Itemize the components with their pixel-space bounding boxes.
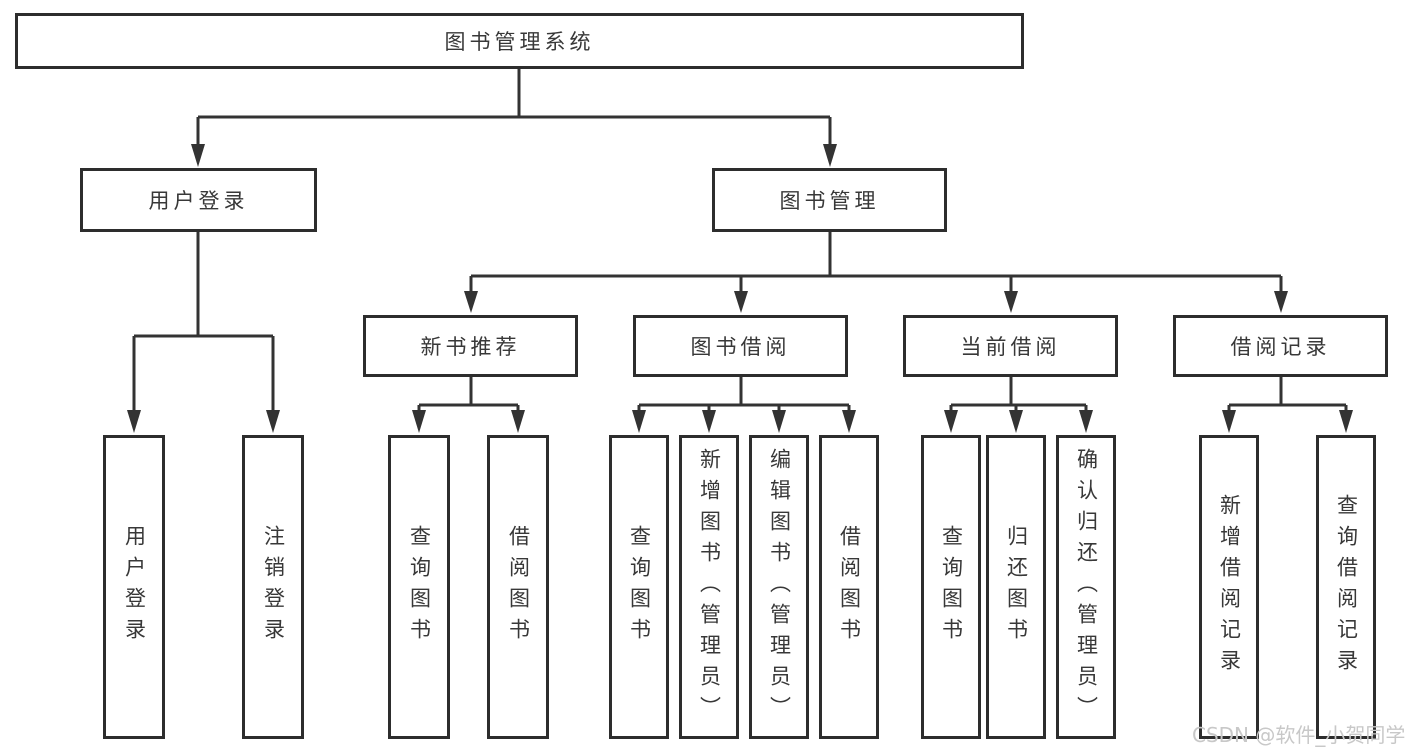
leaf-user-login: 用户登录 (103, 435, 165, 739)
leaf-borrow-borrow-book-label: 借阅图书 (837, 525, 862, 649)
leaf-borrow-edit-book-admin-label: 编辑图书（管理员） (767, 447, 792, 727)
node-current-borrow: 当前借阅 (903, 315, 1118, 377)
node-book-borrow: 图书借阅 (633, 315, 848, 377)
leaf-records-add-record-label: 新增借阅记录 (1217, 494, 1242, 680)
connector-user-login-children (127, 232, 280, 433)
leaf-borrow-add-book-admin: 新增图书（管理员） (679, 435, 739, 739)
node-book-borrow-label: 图书借阅 (690, 335, 791, 359)
leaf-newbook-borrow-book-label: 借阅图书 (506, 525, 531, 649)
node-root: 图书管理系统 (15, 13, 1024, 69)
leaf-borrow-add-book-admin-label: 新增图书（管理员） (697, 447, 722, 727)
node-new-book-recommend: 新书推荐 (363, 315, 578, 377)
leaf-newbook-query-book: 查询图书 (388, 435, 450, 739)
leaf-current-return-book: 归还图书 (986, 435, 1046, 739)
leaf-current-confirm-return-admin: 确认归还（管理员） (1056, 435, 1116, 739)
node-book-management-label: 图书管理 (779, 189, 880, 213)
leaf-current-confirm-return-admin-label: 确认归还（管理员） (1074, 447, 1099, 727)
leaf-borrow-query-book: 查询图书 (609, 435, 669, 739)
node-current-borrow-label: 当前借阅 (960, 335, 1061, 359)
node-root-label: 图书管理系统 (444, 30, 595, 54)
leaf-borrow-edit-book-admin: 编辑图书（管理员） (749, 435, 809, 739)
leaf-logout: 注销登录 (242, 435, 304, 739)
leaf-newbook-borrow-book: 借阅图书 (487, 435, 549, 739)
leaf-records-query-record-label: 查询借阅记录 (1334, 494, 1359, 680)
node-new-book-recommend-label: 新书推荐 (420, 335, 521, 359)
connector-new-book-recommend-children (412, 377, 525, 433)
connector-current-borrow-children (944, 377, 1093, 433)
connector-borrow-records-children (1222, 377, 1353, 433)
csdn-watermark: CSDN @软件_小贺同学 (1192, 723, 1405, 747)
connector-root-to-level2 (191, 69, 837, 167)
leaf-user-login-label: 用户登录 (122, 525, 147, 649)
leaf-current-query-book: 查询图书 (921, 435, 981, 739)
leaf-logout-label: 注销登录 (261, 525, 286, 649)
leaf-current-query-book-label: 查询图书 (939, 525, 964, 649)
leaf-records-add-record: 新增借阅记录 (1199, 435, 1259, 739)
node-book-management: 图书管理 (712, 168, 947, 232)
node-borrow-records: 借阅记录 (1173, 315, 1388, 377)
connector-book-borrow-children (632, 377, 856, 433)
leaf-records-query-record: 查询借阅记录 (1316, 435, 1376, 739)
node-user-login-label: 用户登录 (148, 189, 249, 213)
leaf-borrow-query-book-label: 查询图书 (627, 525, 652, 649)
node-user-login: 用户登录 (80, 168, 317, 232)
leaf-current-return-book-label: 归还图书 (1004, 525, 1029, 649)
connector-book-management-to-level3 (464, 232, 1288, 313)
leaf-borrow-borrow-book: 借阅图书 (819, 435, 879, 739)
leaf-newbook-query-book-label: 查询图书 (407, 525, 432, 649)
node-borrow-records-label: 借阅记录 (1230, 335, 1331, 359)
